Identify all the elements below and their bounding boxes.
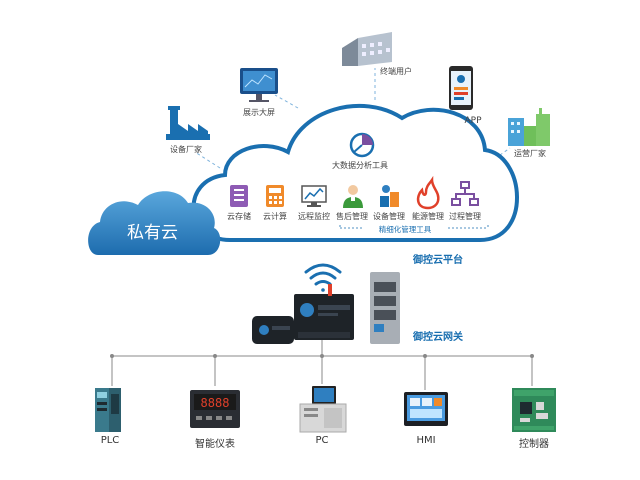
device-label-pc: PC bbox=[315, 435, 329, 446]
private-cloud-label: 私有云 bbox=[127, 223, 178, 243]
gateway-device-rail bbox=[370, 272, 400, 344]
gateway-device-small bbox=[252, 316, 294, 344]
node-label-app: APP bbox=[464, 116, 482, 126]
plc-icon bbox=[95, 388, 121, 432]
building-icon bbox=[342, 32, 392, 66]
tool-label-monitoring: 远程监控 bbox=[298, 212, 330, 221]
device-label-meter: 智能仪表 bbox=[195, 439, 235, 450]
tool-label-process: 过程管理 bbox=[449, 212, 481, 221]
device-label-controller: 控制器 bbox=[519, 439, 549, 450]
device-management-icon bbox=[380, 185, 399, 207]
calculator-icon bbox=[266, 185, 284, 207]
node-label-end-user: 终端用户 bbox=[380, 67, 412, 76]
gateway-label: 御控云网关 bbox=[413, 332, 463, 343]
gateway-device-main bbox=[294, 284, 354, 340]
monitor-chart-icon bbox=[301, 185, 327, 207]
device-label-plc: PLC bbox=[100, 435, 120, 446]
device-label-hmi: HMI bbox=[416, 435, 436, 446]
svg-text:8888: 8888 bbox=[201, 396, 230, 410]
smartphone-icon bbox=[449, 66, 473, 110]
pc-icon bbox=[299, 386, 347, 433]
device-bus bbox=[110, 340, 534, 390]
city-icon bbox=[508, 108, 550, 146]
hmi-icon bbox=[404, 392, 448, 426]
node-label-operator: 运营厂家 bbox=[514, 149, 546, 158]
meter-icon: 8888 bbox=[190, 390, 240, 428]
refined-tools-label: 精细化管理工具 bbox=[378, 225, 432, 234]
storage-icon bbox=[230, 185, 248, 207]
node-label-equipment-maker: 设备厂家 bbox=[170, 145, 202, 154]
analytics-tool-label: 大数据分析工具 bbox=[332, 161, 388, 170]
tool-label-storage: 云存储 bbox=[227, 212, 251, 221]
cloud-platform-label: 御控云平台 bbox=[413, 255, 463, 266]
private-cloud-shape bbox=[88, 191, 221, 255]
flame-icon bbox=[416, 175, 440, 210]
tools-bracket bbox=[339, 225, 489, 229]
wifi-icon bbox=[304, 263, 342, 292]
controller-board-icon bbox=[512, 388, 556, 432]
process-tree-icon bbox=[451, 181, 479, 206]
node-label-display-screen: 展示大屏 bbox=[243, 108, 275, 117]
tool-label-energy: 能源管理 bbox=[412, 212, 444, 221]
monitor-icon bbox=[240, 68, 278, 102]
factory-icon bbox=[166, 106, 210, 140]
service-person-icon bbox=[343, 185, 363, 208]
pie-chart-icon bbox=[349, 132, 375, 158]
tool-label-device-mgmt: 设备管理 bbox=[373, 212, 405, 221]
tool-label-compute: 云计算 bbox=[263, 212, 287, 221]
tool-label-aftersales: 售后管理 bbox=[336, 212, 368, 221]
